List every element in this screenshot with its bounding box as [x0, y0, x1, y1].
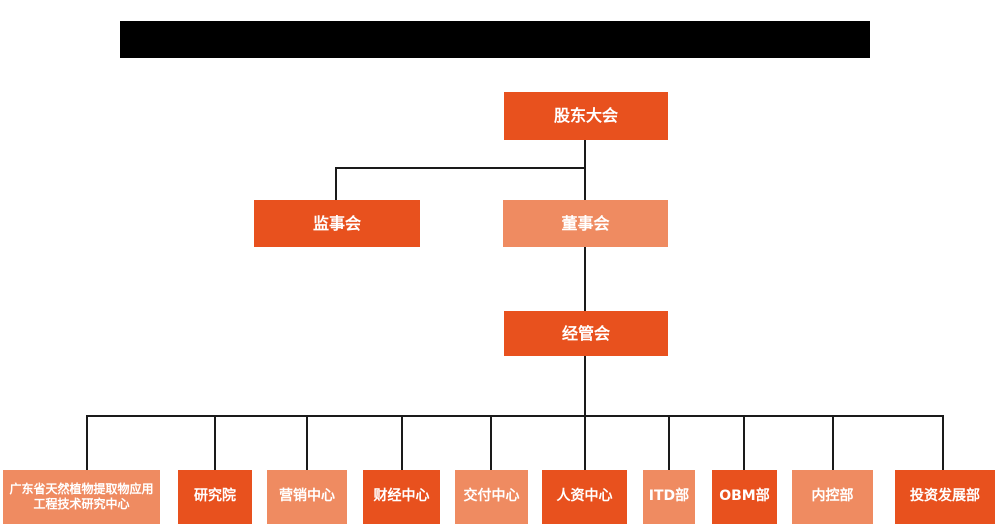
- connector-root-to-board: [584, 140, 586, 200]
- org-node-label: 营销中心: [279, 488, 335, 505]
- connector-mgmt-to-bus: [584, 356, 586, 416]
- org-node-label: 财经中心: [373, 488, 430, 505]
- connector-drop-dept-5: [584, 415, 586, 470]
- connector-drop-dept-6: [668, 415, 670, 470]
- org-node-label: 内控部: [811, 488, 854, 505]
- org-node-label: 监事会: [312, 213, 361, 233]
- connector-departments-bus: [86, 415, 944, 417]
- org-node-dept-marketing-center: 营销中心: [267, 470, 347, 524]
- org-node-label: 投资发展部: [910, 488, 980, 505]
- connector-drop-dept-8: [832, 415, 834, 470]
- org-node-shareholders-meeting: 股东大会: [504, 92, 668, 140]
- org-node-board-of-directors: 董事会: [503, 200, 668, 247]
- connector-drop-dept-2: [306, 415, 308, 470]
- org-node-label: 研究院: [194, 488, 236, 505]
- org-node-dept-finance-center: 财经中心: [363, 470, 440, 524]
- org-node-dept-itd: ITD部: [643, 470, 695, 524]
- org-node-label: 董事会: [561, 213, 610, 233]
- org-node-label: ITD部: [648, 488, 690, 505]
- org-node-label: 交付中心: [463, 488, 520, 505]
- connector-drop-dept-4: [490, 415, 492, 470]
- org-node-label: 广东省天然植物提取物应用工程技术研究中心: [9, 482, 154, 511]
- connector-drop-dept-9: [942, 415, 944, 470]
- connector-to-supervisory: [335, 167, 337, 200]
- org-node-dept-delivery-center: 交付中心: [455, 470, 528, 524]
- org-node-label: OBM部: [719, 488, 770, 505]
- connector-branch-horizontal: [335, 167, 586, 169]
- org-node-dept-investment-development: 投资发展部: [895, 470, 995, 524]
- title-banner: [120, 21, 870, 58]
- connector-drop-dept-7: [743, 415, 745, 470]
- connector-drop-dept-3: [401, 415, 403, 470]
- org-node-supervisory-board: 监事会: [254, 200, 420, 247]
- org-node-dept-research-engineering-center: 广东省天然植物提取物应用工程技术研究中心: [3, 470, 160, 524]
- connector-drop-dept-1: [214, 415, 216, 470]
- org-node-label: 经管会: [561, 323, 610, 343]
- org-node-label: 人资中心: [556, 488, 613, 505]
- org-node-dept-internal-control: 内控部: [792, 470, 873, 524]
- connector-board-to-mgmt: [584, 247, 586, 311]
- org-node-management-committee: 经管会: [504, 311, 668, 356]
- org-node-label: 股东大会: [553, 106, 618, 125]
- org-node-dept-obm: OBM部: [712, 470, 777, 524]
- org-node-dept-hr-center: 人资中心: [542, 470, 627, 524]
- connector-drop-dept-0: [86, 415, 88, 470]
- org-node-dept-research-institute: 研究院: [178, 470, 252, 524]
